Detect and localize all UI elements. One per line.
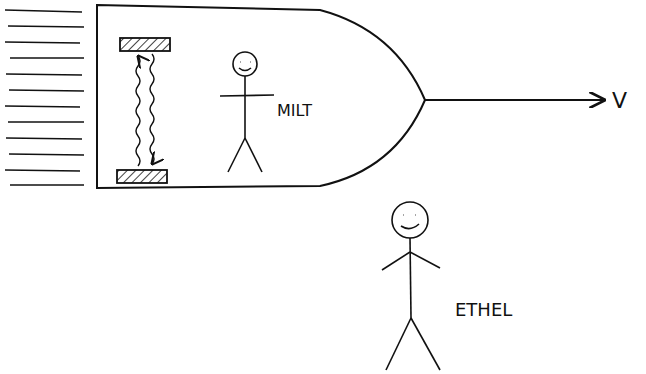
figure-head [233,52,257,76]
figure-label: V [612,90,627,112]
figure-label: ETHEL [455,301,512,319]
rocket-hull [97,5,425,188]
figure-arm [410,252,440,268]
light-pulse-up [136,56,140,166]
figure-face [401,215,419,229]
light-pulse-down [150,54,154,164]
figure-leg [386,318,411,370]
figure-leg [228,138,245,172]
speed-line [8,121,84,123]
figure-leg [245,138,262,172]
figure-arms [220,95,274,96]
velocity-arrow [425,99,604,101]
top-mirror [120,38,170,51]
speed-lines [5,10,84,185]
figure-arm [382,252,410,270]
speed-line [6,138,82,139]
speed-line [10,57,84,59]
speed-line [5,106,80,107]
figure-label: MILT [277,103,312,119]
ethel-figure [382,202,440,370]
speed-line [5,42,80,43]
figure-body [410,238,411,318]
speed-line [9,90,84,91]
speed-line [5,10,82,12]
bottom-mirror [117,170,167,183]
speed-line [10,184,84,186]
speed-line [8,26,84,27]
figure-leg [411,318,440,370]
milt-figure [220,52,274,172]
figure-face [239,62,251,71]
figure-head [392,202,428,238]
speed-line [6,74,82,75]
speed-line [5,170,80,171]
figure-body [244,76,246,138]
speed-line [9,154,84,155]
